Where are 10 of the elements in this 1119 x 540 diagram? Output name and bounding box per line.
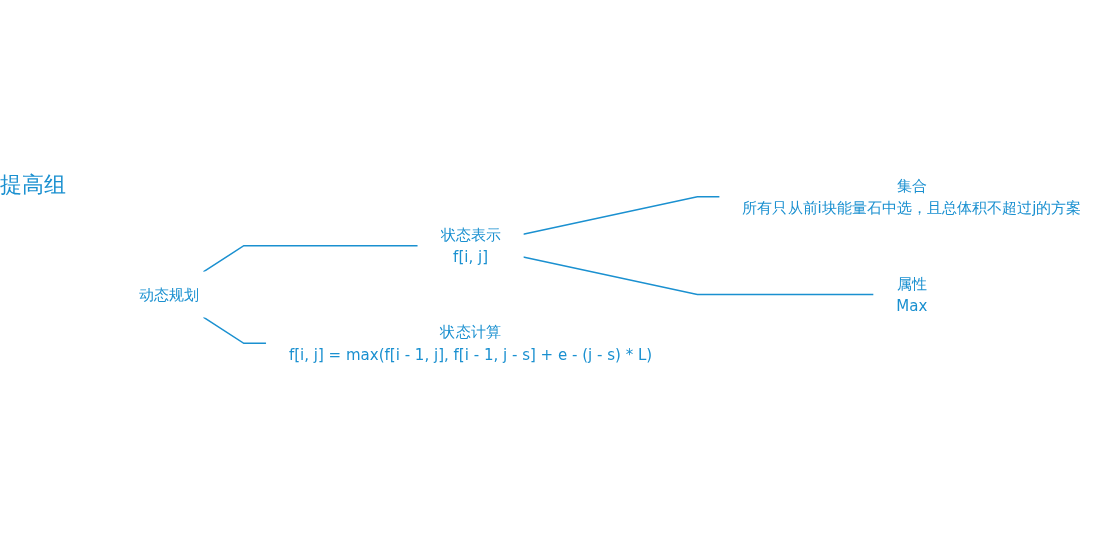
node-text: 状态表示 f[i, j] bbox=[440, 225, 501, 266]
node-text: 动态规划 bbox=[138, 285, 199, 304]
topic-text: 提高组 bbox=[0, 171, 66, 199]
node-text: 集合 所有只从前i块能量石中选，且总体积不超过j的方案 bbox=[742, 176, 1082, 218]
node-text: 属性 Max bbox=[896, 274, 928, 315]
connector bbox=[522, 196, 721, 235]
connector bbox=[202, 244, 419, 273]
connector bbox=[522, 256, 875, 296]
connector bbox=[202, 316, 268, 344]
node-text: 状态计算 f[i, j] = max(f[i - 1, j], f[i - 1, j - s] + e - (j - s) * L) bbox=[288, 322, 653, 364]
